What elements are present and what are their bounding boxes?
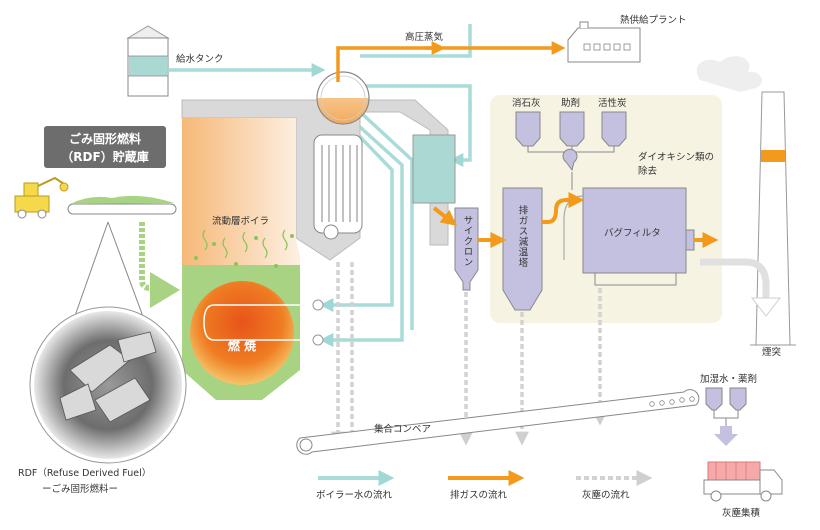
loader-vehicle (14, 176, 69, 219)
dioxin-label-line1: ダイオキシン類の (638, 151, 714, 163)
rdf-storage-label-line1: ごみ固形燃料 (69, 131, 141, 146)
dioxin-label-line2: 除去 (638, 165, 658, 177)
steam-drum (316, 71, 370, 125)
collecting-conveyor (296, 389, 700, 455)
ash-collection-label: 灰塵集積 (722, 507, 761, 519)
rdf-caption-line2: ーごみ固形燃料ー (42, 483, 118, 495)
fuel-feed-conveyor (67, 195, 177, 215)
combustion-zone (190, 281, 294, 385)
humidifier-label: 加湿水・薬剤 (700, 373, 757, 385)
boiler-tube-bank (313, 134, 363, 240)
carbon-label: 活性炭 (598, 97, 627, 109)
conveyor-label: 集合コンベア (374, 423, 431, 435)
rdf-caption-line1: RDF（Refuse Derived Fuel） (18, 467, 151, 479)
cyclone-label: サイクロン (462, 215, 474, 268)
legend-gas-label: 排ガスの流れ (450, 489, 508, 501)
rdf-storage-badge (44, 126, 166, 168)
aux-label: 助剤 (561, 97, 580, 109)
lime-label: 消石灰 (512, 97, 541, 109)
boiler-water-lines (168, 24, 472, 347)
heat-plant-label: 熱供給プラント (620, 14, 687, 26)
heat-supply-plant (567, 21, 641, 63)
cyclone (454, 207, 479, 291)
reagent-hoppers (515, 111, 627, 190)
water-tank (126, 25, 170, 97)
chimney-label: 煙突 (762, 346, 782, 358)
exhaust-gas-flow (432, 192, 719, 248)
fluidized-bed-boiler (182, 118, 324, 400)
high-pressure-steam-label: 高圧蒸気 (405, 31, 444, 43)
stack-exhaust-arrow (700, 258, 770, 300)
bag-filter-label: バグフィルタ (604, 227, 661, 239)
legend-ash-label: 灰塵の流れ (582, 489, 630, 501)
humidifier-hoppers (705, 387, 747, 446)
rdf-storage-label-line2: （RDF）貯蔵庫 (61, 149, 148, 164)
boiler-label: 流動層ボイラ (212, 215, 269, 227)
combustion-label: 燃 焼 (228, 338, 256, 353)
rdf-pellet-photo (29, 221, 187, 464)
water-tank-label: 給水タンク (176, 53, 224, 65)
bag-filter (563, 187, 695, 286)
gas-cooling-tower (502, 187, 543, 311)
legend-water-label: ボイラー水の流れ (316, 489, 393, 501)
ash-truck (703, 461, 783, 502)
cooler-label: 排ガス減温塔 (517, 204, 529, 268)
high-pressure-steam-line (336, 41, 566, 82)
